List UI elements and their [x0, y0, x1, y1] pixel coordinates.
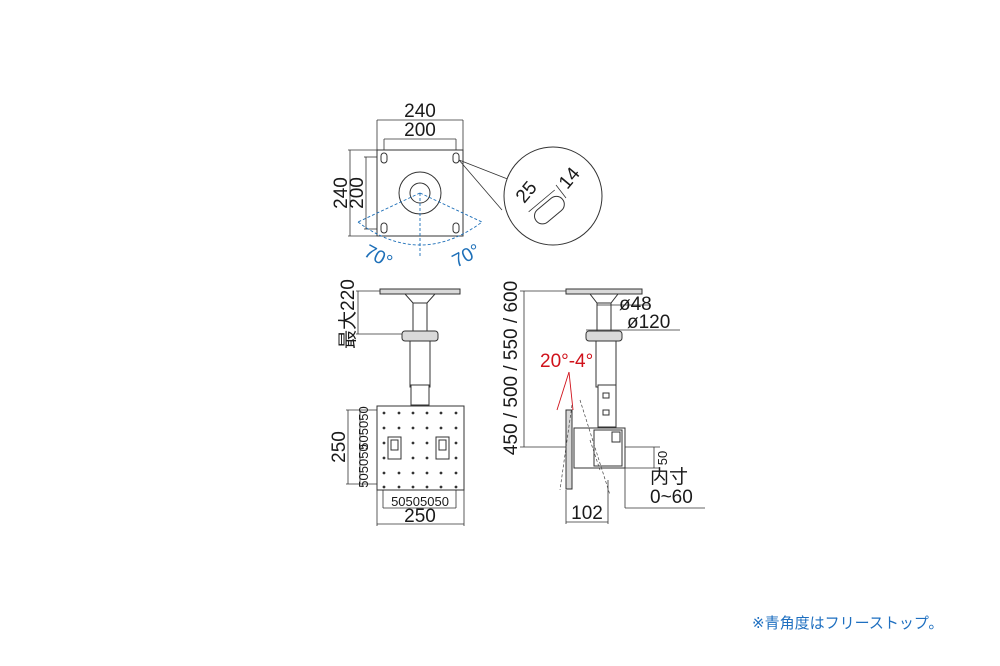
- plate-hole: [454, 471, 458, 475]
- swivel-left-angle: 70°: [360, 241, 395, 273]
- base-diameter: ø120: [627, 312, 670, 333]
- upper-pole: [412, 302, 428, 334]
- side-upper-pole: [596, 302, 612, 332]
- front-view: 最大220: [337, 279, 461, 406]
- plate-hole: [411, 411, 415, 415]
- mount-plate-view: 250 505050 505050 50505050 250: [329, 405, 465, 527]
- side-pole-collar: [585, 330, 623, 342]
- top-view: 240 200 240 200 70° 70°: [331, 101, 603, 273]
- plate-height-total: 250: [329, 431, 350, 463]
- tilt-range: 20°-4°: [540, 351, 593, 372]
- inner-label: 内寸: [650, 466, 688, 488]
- plate-hole: [397, 485, 401, 489]
- plate-hole: [425, 441, 429, 445]
- plate-hole: [439, 411, 443, 415]
- plate-width-pitch: 50505050: [391, 494, 449, 509]
- side-lower-pole: [595, 340, 617, 388]
- plate-height-pitch-upper: 505050: [356, 406, 371, 449]
- plate-hole: [411, 441, 415, 445]
- side-pole-joint: [597, 384, 617, 428]
- top-pitch-height: 200: [347, 177, 368, 209]
- plate-hole: [425, 471, 429, 475]
- lower-pole: [409, 340, 431, 388]
- plate-width-total: 250: [404, 506, 436, 527]
- plate-hole: [425, 411, 429, 415]
- plate-hole: [439, 471, 443, 475]
- pole-diameter: ø48: [619, 294, 652, 315]
- plate-hole: [382, 456, 386, 460]
- top-outer-height: 240: [331, 177, 352, 209]
- top-pitch-width: 200: [404, 120, 436, 141]
- max-extension: 最大220: [337, 279, 359, 349]
- pole-collar: [401, 330, 439, 342]
- plate-hole: [454, 426, 458, 430]
- plate-hole: [411, 471, 415, 475]
- plate-hole: [397, 411, 401, 415]
- free-stop-note: ※青角度はフリーストップ。: [752, 614, 944, 632]
- ceiling-flange: [379, 288, 461, 295]
- plate-hole: [382, 471, 386, 475]
- plate-hole: [382, 411, 386, 415]
- inner-range: 0~60: [650, 487, 693, 508]
- plate-hole: [439, 485, 443, 489]
- swivel-right-angle: 70°: [449, 240, 484, 272]
- plate-slot: [380, 222, 388, 234]
- plate-hole: [411, 456, 415, 460]
- plate-slot: [452, 222, 460, 234]
- plate-height-pitch-lower: 505050: [356, 444, 371, 487]
- plate-hole: [454, 485, 458, 489]
- plate-hole: [382, 485, 386, 489]
- plate-hole: [425, 485, 429, 489]
- inner-dim-value: 50: [655, 451, 670, 465]
- top-outer-width: 240: [404, 101, 436, 122]
- slot-detail: [534, 195, 565, 225]
- plate-hole: [454, 411, 458, 415]
- plate-hole: [382, 426, 386, 430]
- pole-joint: [410, 384, 430, 406]
- plate-hole: [454, 456, 458, 460]
- side-depth: 102: [571, 503, 603, 524]
- plate-hole: [397, 471, 401, 475]
- plate-hole: [411, 426, 415, 430]
- display-panel: [565, 409, 573, 490]
- height-options: 450 / 500 / 550 / 600: [501, 281, 522, 455]
- plate-hole: [425, 456, 429, 460]
- plate-hole: [425, 426, 429, 430]
- plate-hole: [397, 426, 401, 430]
- plate-slot: [380, 152, 388, 164]
- slot-detail-magnifier: [503, 146, 603, 246]
- plate-slot: [452, 152, 460, 164]
- plate-hole: [382, 441, 386, 445]
- plate-hole: [439, 426, 443, 430]
- plate-holes: [382, 411, 458, 489]
- plate-hole: [454, 441, 458, 445]
- plate-hole: [411, 485, 415, 489]
- side-view: 450 / 500 / 550 / 600 ø48 ø120 20°-4° 1: [501, 281, 705, 524]
